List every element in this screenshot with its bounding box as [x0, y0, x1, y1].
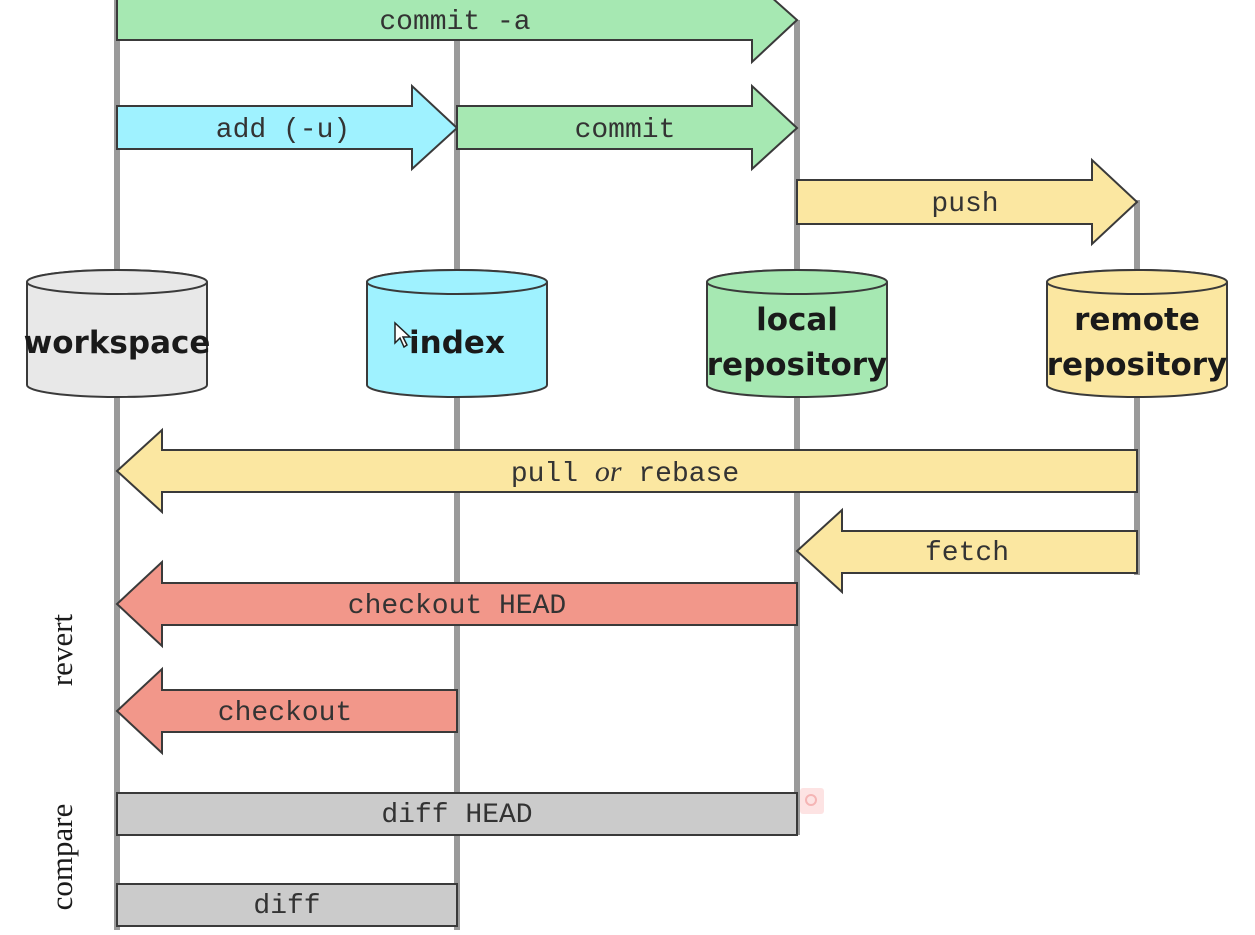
checkout-head-label: checkout HEAD	[348, 591, 566, 622]
fetch-arrow-shape	[795, 507, 1138, 595]
diff-label: diff	[253, 891, 320, 922]
local-repository-label-line2: repository	[707, 347, 888, 383]
remote-repository-cylinder-top	[1046, 269, 1228, 295]
checkout-label: checkout	[218, 698, 352, 729]
mouse-pointer-icon	[394, 321, 412, 349]
or-label: or	[595, 455, 622, 488]
add-label: add (-u)	[216, 115, 350, 146]
commit-a-arrow-shape	[116, 0, 799, 65]
commit-a-label: commit -a	[379, 7, 530, 38]
rebase-label: rebase	[622, 459, 740, 490]
compare-section-label: compare	[44, 804, 79, 911]
diff-bar-shape	[116, 883, 458, 927]
watermark-badge-icon	[800, 788, 824, 814]
local-repository-store: local repository	[706, 269, 888, 398]
diff-bar: diff	[116, 883, 458, 927]
diff-head-bar: diff HEAD	[116, 792, 798, 836]
add-arrow-shape	[116, 83, 459, 172]
commit-arrow: commit	[456, 83, 799, 172]
checkout-head-arrow-shape	[115, 559, 798, 649]
remote-repository-label-line2: repository	[1047, 347, 1228, 383]
workspace-store: workspace	[24, 269, 211, 398]
checkout-arrow: checkout	[115, 666, 458, 756]
local-repository-label-line1: local	[756, 302, 838, 338]
pull-or-rebase-arrow-shape	[115, 427, 1138, 515]
index-cylinder-top	[366, 269, 548, 295]
add-arrow: add (-u)	[116, 83, 459, 172]
push-arrow: push	[796, 157, 1139, 247]
checkout-arrow-shape	[115, 666, 458, 756]
workspace-cylinder-top	[26, 269, 208, 295]
push-arrow-shape	[796, 157, 1139, 247]
pull-label: pull	[511, 459, 595, 490]
remote-repository-store: remote repository	[1046, 269, 1228, 398]
index-store: index	[366, 269, 548, 398]
remote-repository-label-line1: remote	[1074, 302, 1200, 338]
revert-section-label: revert	[44, 613, 79, 686]
diff-head-bar-shape	[116, 792, 798, 836]
watermark-magnifier-icon	[805, 794, 817, 806]
pull-or-rebase-arrow: pull or rebase	[115, 427, 1138, 515]
workspace-label: workspace	[24, 325, 211, 361]
push-label: push	[931, 189, 998, 220]
local-repository-cylinder-top	[706, 269, 888, 295]
fetch-arrow: fetch	[795, 507, 1138, 595]
commit-arrow-shape	[456, 83, 799, 172]
checkout-head-arrow: checkout HEAD	[115, 559, 798, 649]
pull-or-rebase-label: pull or rebase	[511, 455, 739, 490]
commit-label: commit	[575, 115, 676, 146]
commit-a-arrow: commit -a	[116, 0, 799, 65]
diff-head-label: diff HEAD	[381, 800, 532, 831]
fetch-label: fetch	[925, 538, 1009, 569]
index-label: index	[409, 325, 505, 361]
